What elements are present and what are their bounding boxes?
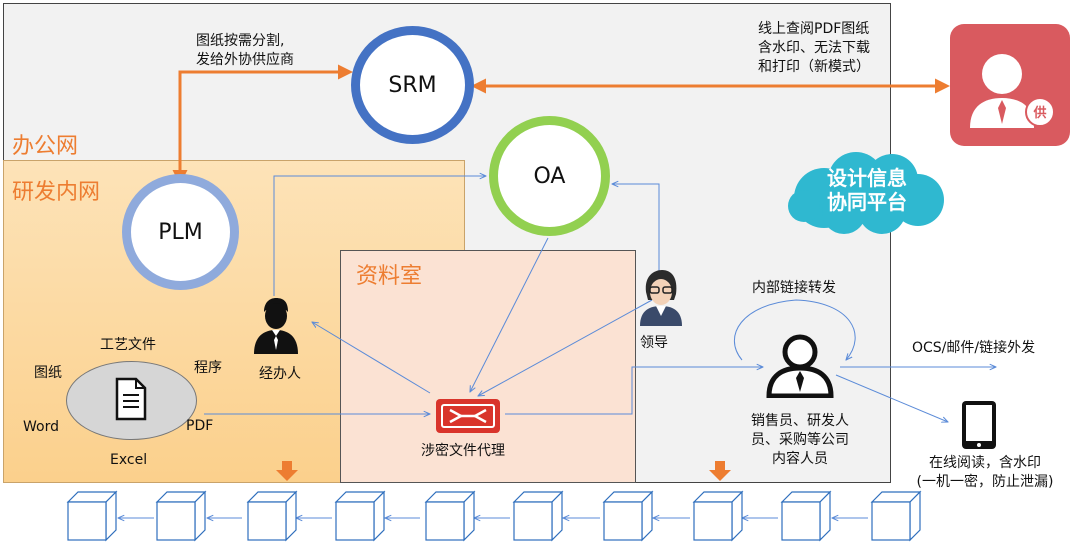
supplier-card: 供 bbox=[950, 24, 1070, 146]
archive-room-label: 资料室 bbox=[356, 264, 423, 289]
program-label: 程序 bbox=[194, 360, 222, 376]
supplier-person-icon bbox=[970, 54, 1055, 128]
oa-node: OA bbox=[489, 116, 610, 236]
chain-node-cube-icon bbox=[602, 490, 654, 542]
supplier-badge: 供 bbox=[1033, 106, 1047, 121]
chain-node-cube-icon bbox=[155, 490, 207, 542]
external-send-label: OCS/邮件/链接外发 bbox=[912, 340, 1036, 356]
online-read-label: 在线阅读，含水印(一机一密，防止泄漏) bbox=[916, 455, 1054, 490]
chain-node-cube-icon bbox=[870, 490, 922, 542]
chain-node-cube-icon bbox=[692, 490, 744, 542]
office-network-label: 办公网 bbox=[12, 134, 79, 159]
plm-node: PLM bbox=[122, 174, 239, 290]
process-docs-label: 工艺文件 bbox=[100, 337, 156, 353]
chain-node-cube-icon bbox=[512, 490, 564, 542]
leader-person-icon bbox=[640, 270, 682, 326]
collab-platform-label: 设计信息协同平台 bbox=[827, 166, 907, 214]
pdf-label: PDF bbox=[186, 418, 214, 434]
srm-node: SRM bbox=[351, 26, 474, 144]
chain-node-cube-icon bbox=[780, 490, 832, 542]
down-arrow-icon bbox=[276, 461, 298, 481]
split-supply-label: 图纸按需分割,发给外协供应商 bbox=[196, 33, 294, 68]
staff-label: 销售员、研发人员、采购等公司内容人员 bbox=[751, 413, 849, 467]
internal-forward-label: 内部链接转发 bbox=[752, 280, 836, 296]
collab-platform-cloud-icon bbox=[788, 152, 944, 234]
tablet-icon bbox=[962, 401, 996, 449]
staff-person-icon bbox=[766, 334, 834, 398]
chain-node-cube-icon bbox=[246, 490, 298, 542]
excel-label: Excel bbox=[110, 452, 148, 468]
proxy-shield-icon bbox=[436, 399, 500, 433]
document-icon bbox=[115, 377, 147, 421]
chain-node-cube-icon bbox=[66, 490, 118, 542]
leader-label: 领导 bbox=[640, 335, 668, 351]
archive-room-zone bbox=[340, 250, 636, 483]
handler-label: 经办人 bbox=[259, 366, 301, 382]
chain-node-cube-icon bbox=[424, 490, 476, 542]
chain-node-cube-icon bbox=[334, 490, 386, 542]
proxy-label: 涉密文件代理 bbox=[421, 443, 505, 459]
rnd-network-label: 研发内网 bbox=[12, 180, 101, 205]
handler-person-icon bbox=[254, 298, 298, 354]
online-view-label: 线上查阅PDF图纸含水印、无法下载和打印（新模式） bbox=[758, 21, 870, 75]
down-arrow-icon bbox=[709, 461, 731, 481]
word-label: Word bbox=[23, 419, 59, 435]
drawings-label: 图纸 bbox=[34, 365, 62, 381]
